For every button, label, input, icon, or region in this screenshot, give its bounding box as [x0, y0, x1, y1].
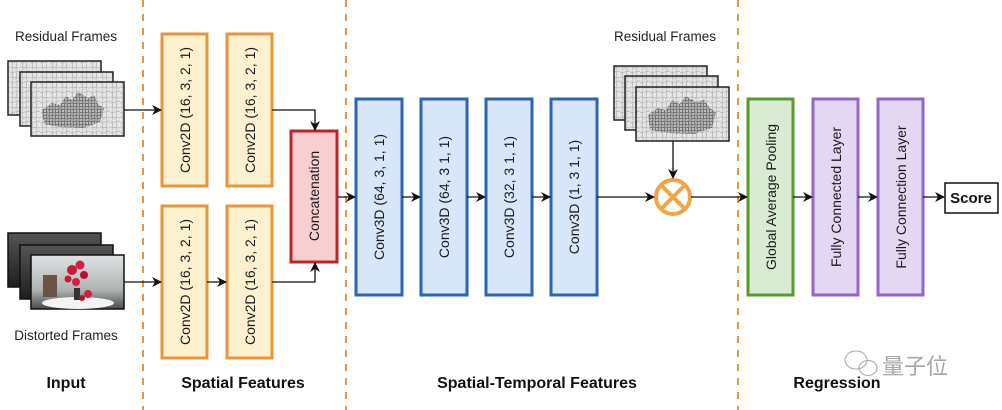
watermark-text: 量子位 — [882, 355, 948, 380]
conv3d-1[interactable] — [354, 97, 404, 297]
residual-frames-stack — [7, 60, 125, 137]
global-average-pooling-block[interactable] — [746, 97, 795, 297]
conv2d-bottom-1-label: Conv2D (16, 3, 2, 1) — [177, 219, 193, 345]
score-label: Score — [950, 190, 992, 207]
spatial-bottom-row: Conv2D (16, 3, 2, 1) Conv2D (16, 3, 2, 1… — [160, 204, 274, 360]
residual-frame-2-content — [648, 96, 716, 134]
score-output-box[interactable] — [944, 182, 999, 214]
watermark: 量子位 — [844, 350, 948, 380]
fully-connected-layer-2-label: Fully Connection Layer — [893, 125, 909, 269]
section-dividers — [142, 0, 739, 410]
conv2d-bottom-2[interactable] — [225, 204, 274, 360]
residual-frame-content — [42, 92, 104, 128]
concatenation-label: Concatenation — [306, 151, 322, 241]
multiply-operator-icon — [654, 178, 692, 216]
residual-frames-label-2: Residual Frames — [614, 29, 716, 44]
conv3d-stack: Conv3D (64, 3, 1, 1) Conv3D (64, 3 1, 1)… — [354, 97, 599, 297]
flower-vase-image — [42, 260, 114, 309]
conv2d-bottom-1[interactable] — [160, 204, 209, 360]
arrow-conv2d-top-to-concat — [272, 109, 320, 131]
fully-connected-layer-1[interactable] — [811, 97, 860, 297]
conv2d-top-1[interactable] — [160, 32, 209, 188]
wechat-logo-icon — [844, 350, 878, 376]
conv3d-4-label: Conv3D (1, 3 1, 1) — [566, 140, 582, 254]
conv2d-top-2[interactable] — [225, 32, 274, 188]
section-title-spatial-temporal: Spatial-Temporal Features — [437, 375, 637, 392]
conv3d-2-label: Conv3D (64, 3 1, 1) — [436, 136, 452, 258]
connectors — [124, 105, 945, 287]
section-title-spatial: Spatial Features — [181, 375, 305, 392]
fully-connected-layer-1-label: Fully Connected Layer — [828, 127, 844, 267]
conv3d-4[interactable] — [549, 97, 599, 297]
conv3d-1-label: Conv3D (64, 3, 1, 1) — [371, 134, 387, 260]
arrow-conv2d-bottom-to-concat — [272, 262, 320, 283]
global-average-pooling-label: Global Average Pooling — [763, 124, 779, 270]
conv2d-top-1-label: Conv2D (16, 3, 2, 1) — [177, 47, 193, 173]
section-title-regression: Regression — [793, 375, 880, 392]
distorted-frames-label: Distorted Frames — [14, 328, 118, 343]
fully-connected-layer-2[interactable] — [876, 97, 925, 297]
residual-frames-stack-2 — [613, 65, 730, 142]
conv3d-3-label: Conv3D (32, 3 1, 1) — [501, 136, 517, 258]
concatenation-block[interactable] — [289, 129, 339, 264]
conv2d-top-2-label: Conv2D (16, 3, 2, 1) — [242, 47, 258, 173]
spatial-top-row: Conv2D (16, 3, 2, 1) Conv2D (16, 3, 2, 1… — [160, 32, 274, 188]
conv3d-2[interactable] — [419, 97, 469, 297]
conv2d-bottom-2-label: Conv2D (16, 3, 2, 1) — [242, 219, 258, 345]
distorted-frames-stack — [7, 232, 125, 310]
section-title-input: Input — [46, 375, 86, 392]
residual-frames-label: Residual Frames — [15, 29, 117, 44]
